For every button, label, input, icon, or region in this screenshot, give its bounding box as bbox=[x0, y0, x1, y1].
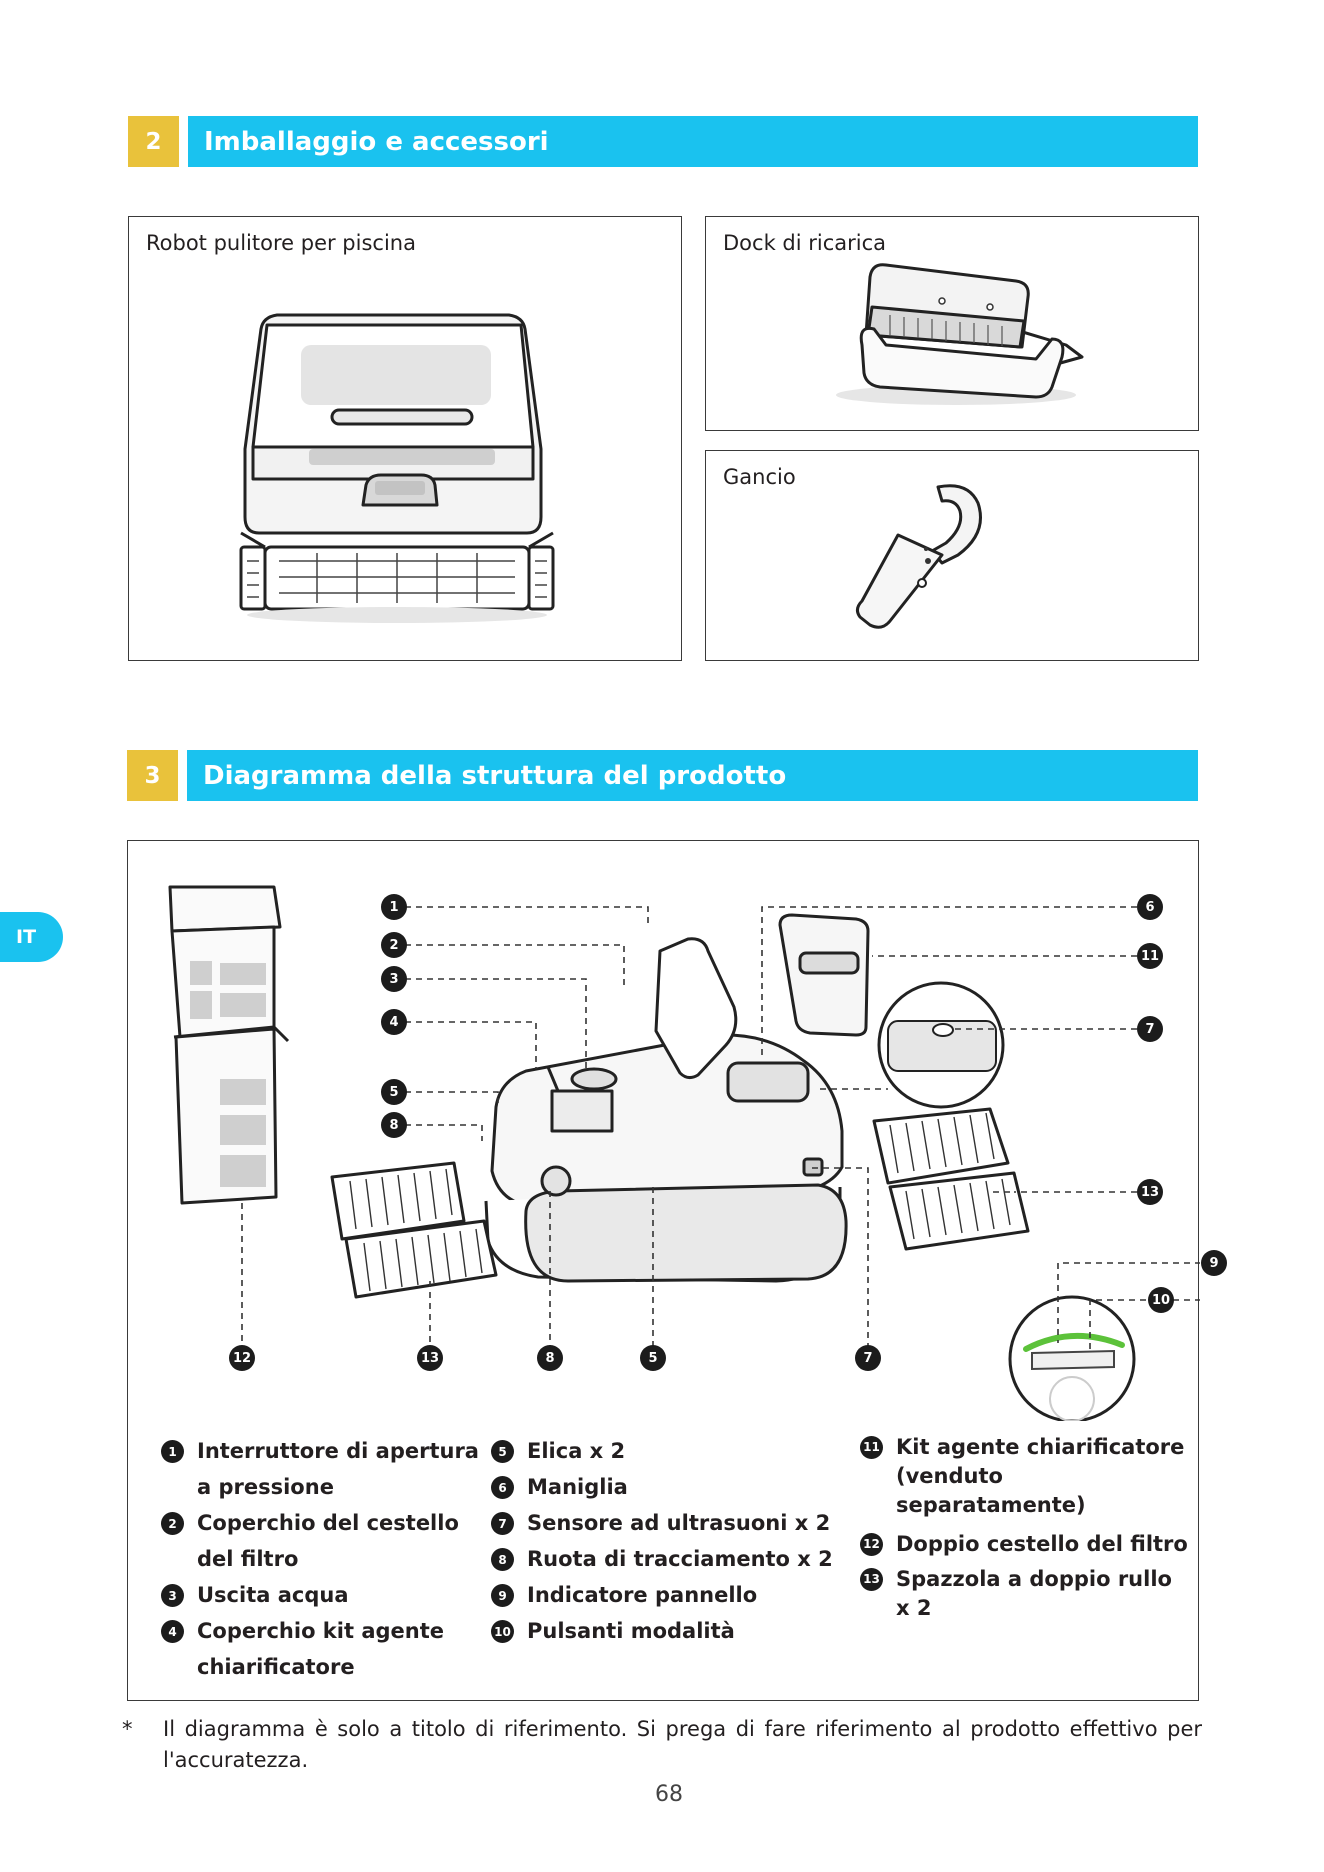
callout-11: 11 bbox=[1137, 943, 1163, 969]
footnote-text: Il diagramma è solo a titolo di riferime… bbox=[163, 1717, 1202, 1772]
legend-number-7: 7 bbox=[491, 1512, 514, 1535]
legend-item-6: 6 Maniglia bbox=[491, 1469, 836, 1505]
legend-item-12: 12 Doppio cestello del filtro bbox=[860, 1530, 1190, 1559]
callout-5: 5 bbox=[381, 1079, 407, 1105]
callout-2: 2 bbox=[381, 932, 407, 958]
robot-box: Robot pulitore per piscina bbox=[128, 216, 682, 661]
legend-number-3: 3 bbox=[161, 1584, 184, 1607]
legend-number-9: 9 bbox=[491, 1584, 514, 1607]
hook-label: Gancio bbox=[723, 465, 796, 489]
section-3-title: Diagramma della struttura del prodotto bbox=[187, 750, 1198, 801]
footnote-asterisk: * bbox=[122, 1717, 133, 1741]
callout-13: 13 bbox=[1137, 1179, 1163, 1205]
legend-item-2: 2 Coperchio del cestello del filtro bbox=[161, 1505, 481, 1577]
legend-column-3: 11 Kit agente chiarificatore (venduto se… bbox=[860, 1433, 1190, 1623]
callout-7: 7 bbox=[1137, 1016, 1163, 1042]
structure-diagram: 1 2 3 4 5 6 7 8 9 10 11 13 12 13 8 5 7 1… bbox=[127, 840, 1227, 1701]
robot-label: Robot pulitore per piscina bbox=[146, 231, 416, 255]
legend-item-9: 9 Indicatore pannello bbox=[491, 1577, 836, 1613]
legend-item-5: 5 Elica x 2 bbox=[491, 1433, 836, 1469]
callout-4: 4 bbox=[381, 1009, 407, 1035]
callout-1: 1 bbox=[381, 894, 407, 920]
section-2-header: 2 Imballaggio e accessori bbox=[128, 116, 1198, 167]
robot-illustration bbox=[239, 313, 555, 623]
section-2-number: 2 bbox=[128, 116, 179, 167]
diagram-illustration bbox=[168, 885, 1200, 1421]
legend-number-13: 13 bbox=[860, 1568, 883, 1591]
legend-number-2: 2 bbox=[161, 1512, 184, 1535]
dock-box: Dock di ricarica bbox=[705, 216, 1199, 431]
legend-item-4: 4 Coperchio kit agente chiarificatore bbox=[161, 1613, 481, 1685]
callout-13-bottom: 13 bbox=[417, 1345, 443, 1371]
callout-6: 6 bbox=[1137, 894, 1163, 920]
callout-7-bottom: 7 bbox=[855, 1345, 881, 1371]
section-2-title: Imballaggio e accessori bbox=[188, 116, 1198, 167]
legend-item-7: 7 Sensore ad ultrasuoni x 2 bbox=[491, 1505, 836, 1541]
callout-12: 12 bbox=[229, 1345, 255, 1371]
callout-10: 10 bbox=[1148, 1287, 1174, 1313]
callout-3: 3 bbox=[381, 966, 407, 992]
callout-5-bottom: 5 bbox=[640, 1345, 666, 1371]
legend-item-13: 13 Spazzola a doppio rullo x 2 bbox=[860, 1565, 1190, 1623]
section-3-number: 3 bbox=[127, 750, 178, 801]
callout-8-bottom: 8 bbox=[537, 1345, 563, 1371]
legend-number-6: 6 bbox=[491, 1476, 514, 1499]
legend-item-10: 10 Pulsanti modalità bbox=[491, 1613, 836, 1649]
legend-column-2: 5 Elica x 2 6 Maniglia 7 Sensore ad ultr… bbox=[491, 1433, 836, 1649]
language-tab: IT bbox=[0, 912, 63, 962]
page-number: 68 bbox=[655, 1782, 683, 1807]
dock-label: Dock di ricarica bbox=[723, 231, 887, 255]
dock-illustration bbox=[836, 263, 1084, 405]
legend-number-11: 11 bbox=[860, 1436, 883, 1459]
legend-number-1: 1 bbox=[161, 1440, 184, 1463]
legend-item-3: 3 Uscita acqua bbox=[161, 1577, 481, 1613]
footnote: * Il diagramma è solo a titolo di riferi… bbox=[122, 1714, 1202, 1776]
callout-8: 8 bbox=[381, 1112, 407, 1138]
legend-number-10: 10 bbox=[491, 1620, 514, 1643]
legend-item-1: 1 Interruttore di apertura a pressione bbox=[161, 1433, 481, 1505]
section-3-header: 3 Diagramma della struttura del prodotto bbox=[127, 750, 1198, 801]
callout-9: 9 bbox=[1201, 1250, 1227, 1276]
legend-column-1: 1 Interruttore di apertura a pressione 2… bbox=[161, 1433, 481, 1685]
hook-box: Gancio bbox=[705, 450, 1199, 661]
legend-number-12: 12 bbox=[860, 1533, 883, 1556]
legend-number-4: 4 bbox=[161, 1620, 184, 1643]
legend-number-5: 5 bbox=[491, 1440, 514, 1463]
legend-item-11: 11 Kit agente chiarificatore (venduto se… bbox=[860, 1433, 1190, 1520]
legend-item-8: 8 Ruota di tracciamento x 2 bbox=[491, 1541, 836, 1577]
hook-illustration bbox=[855, 484, 982, 629]
legend-number-8: 8 bbox=[491, 1548, 514, 1571]
